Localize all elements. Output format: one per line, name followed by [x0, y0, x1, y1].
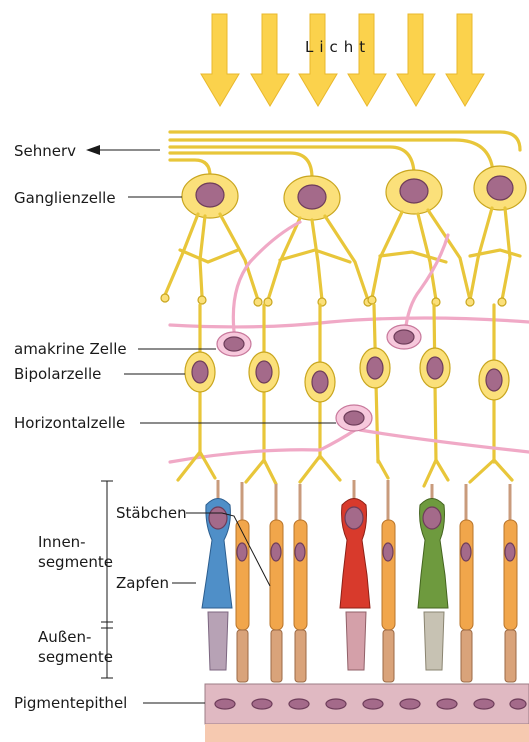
light-arrow: [348, 14, 386, 106]
ganglion-cells: [182, 166, 526, 220]
light-arrow: [397, 14, 435, 106]
outer-plexiform-dendrites: [178, 452, 512, 486]
inner-plexiform-synapses: [161, 294, 506, 306]
labels: Sehnerv Ganglienzelle amakrine Zelle Bip…: [14, 142, 187, 712]
label-pigment-epithelium: Pigmentepithel: [14, 694, 127, 712]
label-rods: Stäbchen: [116, 504, 187, 522]
light-arrows: [201, 14, 484, 106]
label-cones: Zapfen: [116, 574, 169, 592]
optic-nerve-fibers: [170, 132, 520, 178]
light-arrow: [201, 14, 239, 106]
rods: [236, 520, 517, 682]
label-ganglion-cell: Ganglienzelle: [14, 189, 116, 207]
amacrine-cells: [170, 222, 529, 356]
light-arrow: [299, 14, 337, 106]
light-arrow: [251, 14, 289, 106]
label-inner-segments: Innen-segmente: [38, 533, 113, 571]
label-horizontal-cell: Horizontalzelle: [14, 414, 125, 432]
light-arrow: [446, 14, 484, 106]
label-outer-segments: Außen-segmente: [38, 628, 113, 666]
label-optic-nerve: Sehnerv: [14, 142, 76, 160]
pigment-epithelium: [205, 684, 529, 742]
label-amacrine-cell: amakrine Zelle: [14, 340, 127, 358]
light-label: Licht: [305, 38, 371, 56]
label-bipolar-cell: Bipolarzelle: [14, 365, 101, 383]
ganglion-dendrites: [165, 208, 520, 300]
horizontal-cell: [170, 405, 529, 462]
